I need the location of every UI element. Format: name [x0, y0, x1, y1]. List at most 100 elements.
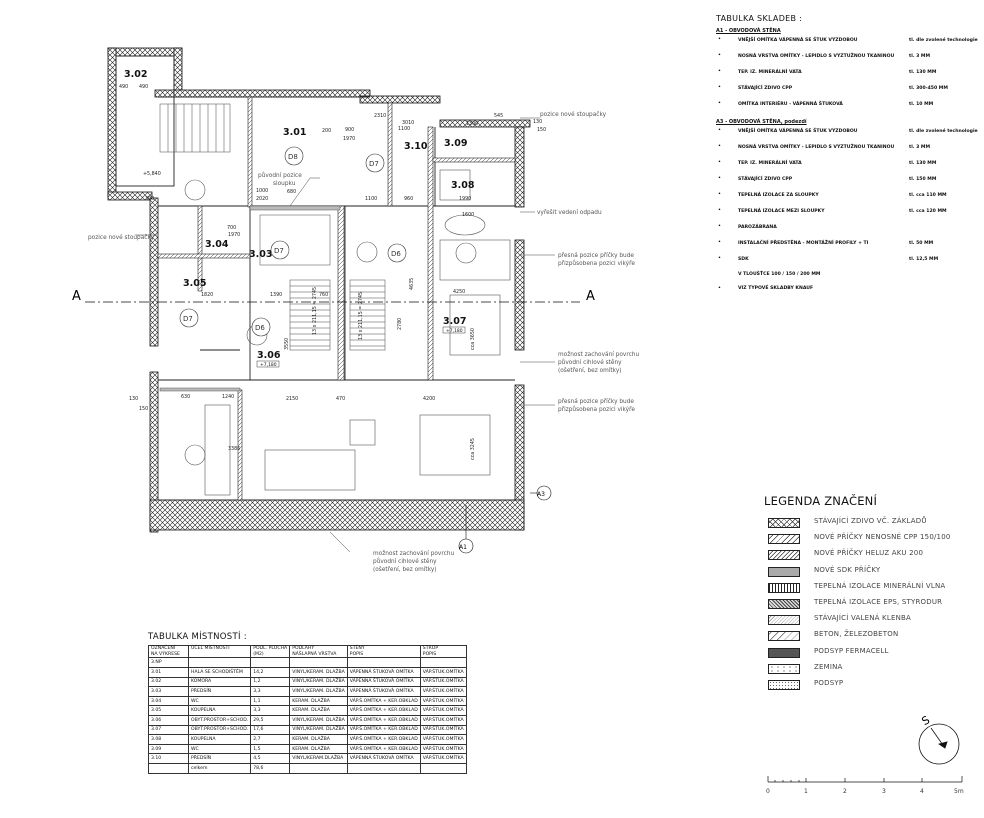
svg-text:přizpůsobena pozici vikýře: přizpůsobena pozici vikýře	[558, 406, 635, 413]
furniture	[184, 169, 511, 496]
svg-text:630: 630	[181, 394, 190, 400]
legend-swatch	[768, 615, 800, 626]
svg-text:1000: 1000	[256, 188, 268, 194]
legend-label: PODSYP FERMACELL	[814, 646, 889, 655]
legend-swatch	[768, 663, 800, 674]
svg-text:490: 490	[119, 84, 128, 90]
legend-title: LEGENDA ZNAČENÍ	[764, 494, 878, 508]
room-labels: 3.02 3.01 3.09 3.10 3.08 3.04 3.03 3.05 …	[124, 69, 475, 361]
legend: LEGENDA ZNAČENÍ STÁVAJÍCÍ ZDIVO VČ. ZÁKL…	[764, 494, 978, 694]
composition-table: TABULKA SKLADEB : A1 - OBVODOVÁ STĚNA •V…	[716, 14, 978, 300]
staircase	[159, 103, 386, 351]
section-label-left: A	[72, 289, 81, 304]
legend-item: NOVÉ PŘÍČKY HELUZ AKU 200	[764, 548, 978, 564]
svg-text:0: 0	[766, 788, 770, 795]
svg-text:pozice nové stoupačky: pozice nové stoupačky	[540, 111, 607, 118]
legend-label: ZEMINA	[814, 662, 843, 671]
legend-label: NOVÉ PŘÍČKY NENOSNÉ CPP 150/100	[814, 533, 951, 542]
svg-text:původní cihlové stěny: původní cihlové stěny	[558, 359, 622, 366]
svg-text:3386: 3386	[228, 446, 240, 452]
scale-bar	[767, 776, 963, 783]
svg-text:900: 900	[345, 127, 354, 133]
legend-swatch	[768, 647, 800, 658]
svg-text:vyřešit vedení odpadu: vyřešit vedení odpadu	[537, 209, 602, 216]
dimensions: 490 490 300 1000 2020 680 2310 1970 1100…	[119, 84, 546, 460]
svg-text:1240: 1240	[222, 394, 234, 400]
legend-item: BETON, ŽELEZOBETON	[764, 629, 978, 645]
legend-swatch	[768, 631, 800, 642]
room-3.06: 3.06	[257, 350, 281, 361]
svg-text:možnost zachování povrchu: možnost zachování povrchu	[373, 550, 454, 557]
svg-text:původní pozice: původní pozice	[258, 172, 302, 179]
legend-label: TEPELNÁ IZOLACE MINERÁLNÍ VLNA	[814, 581, 946, 590]
exterior-walls	[107, 47, 531, 533]
room-3.05: 3.05	[183, 278, 206, 289]
svg-text:4: 4	[920, 788, 924, 795]
room-3.09: 3.09	[444, 138, 467, 149]
room-3.03: 3.03	[249, 249, 272, 260]
legend-item: TEPELNÁ IZOLACE EPS, STYRODUR	[764, 597, 978, 613]
legend-swatch	[768, 518, 800, 528]
svg-text:13 x 211,15 = 2745: 13 x 211,15 = 2745	[358, 292, 364, 340]
svg-text:5m: 5m	[954, 788, 964, 795]
svg-text:130: 130	[129, 396, 138, 402]
legend-label: NOVÉ SDK PŘÍČKY	[814, 565, 881, 574]
legend-item: STÁVAJÍCÍ VALENÁ KLENBA	[764, 613, 978, 629]
plan-notes: pozice nové stoupačky pozice nové stoupa…	[88, 111, 639, 573]
legend-swatch	[768, 550, 800, 561]
door-d8: D8	[288, 153, 298, 161]
svg-text:1: 1	[804, 788, 808, 795]
svg-text:1970: 1970	[343, 136, 355, 142]
section-a1-title: A1 - OBVODOVÁ STĚNA	[716, 28, 781, 34]
svg-text:přesná pozice příčky bude: přesná pozice příčky bude	[558, 398, 634, 405]
door-d6-b: D6	[255, 324, 265, 332]
table-note: •VIZ TYPOVÉ SKLADBY KNAUF	[718, 286, 814, 291]
legend-label: STÁVAJÍCÍ ZDIVO VČ. ZÁKLADŮ	[814, 517, 927, 525]
legend-swatch	[768, 534, 800, 545]
legend-label: NOVÉ PŘÍČKY HELUZ AKU 200	[814, 549, 924, 558]
svg-text:3550: 3550	[284, 338, 290, 350]
svg-text:2: 2	[843, 788, 847, 795]
legend-swatch	[768, 598, 800, 609]
door-markers	[179, 146, 407, 337]
legend-item: TEPELNÁ IZOLACE MINERÁLNÍ VLNA	[764, 581, 978, 597]
svg-text:3: 3	[882, 788, 886, 795]
table-row-floor: 3.NP	[148, 657, 467, 669]
table-note: V TLOUŠŤCE 100 / 150 / 200 MM	[738, 272, 821, 277]
legend-item: ZEMINA	[764, 662, 978, 678]
legend-label: STÁVAJÍCÍ VALENÁ KLENBA	[814, 614, 911, 623]
svg-text:1990: 1990	[459, 196, 471, 202]
legend-swatch	[768, 566, 800, 577]
svg-text:1970: 1970	[228, 232, 240, 238]
svg-text:3010: 3010	[402, 120, 414, 126]
axis-a3: A3	[537, 491, 545, 498]
room-3.07-level: +7,180	[446, 328, 463, 334]
svg-text:130: 130	[533, 119, 542, 125]
svg-text:sloupku: sloupku	[273, 181, 296, 187]
svg-text:700: 700	[227, 225, 236, 231]
legend-item: NOVÉ PŘÍČKY NENOSNÉ CPP 150/100	[764, 532, 978, 548]
legend-label: BETON, ŽELEZOBETON	[814, 630, 899, 639]
svg-text:150: 150	[139, 406, 148, 412]
svg-text:470: 470	[336, 396, 345, 402]
svg-text:4200: 4200	[423, 396, 435, 402]
svg-text:2150: 2150	[286, 396, 298, 402]
svg-text:680: 680	[287, 189, 296, 195]
